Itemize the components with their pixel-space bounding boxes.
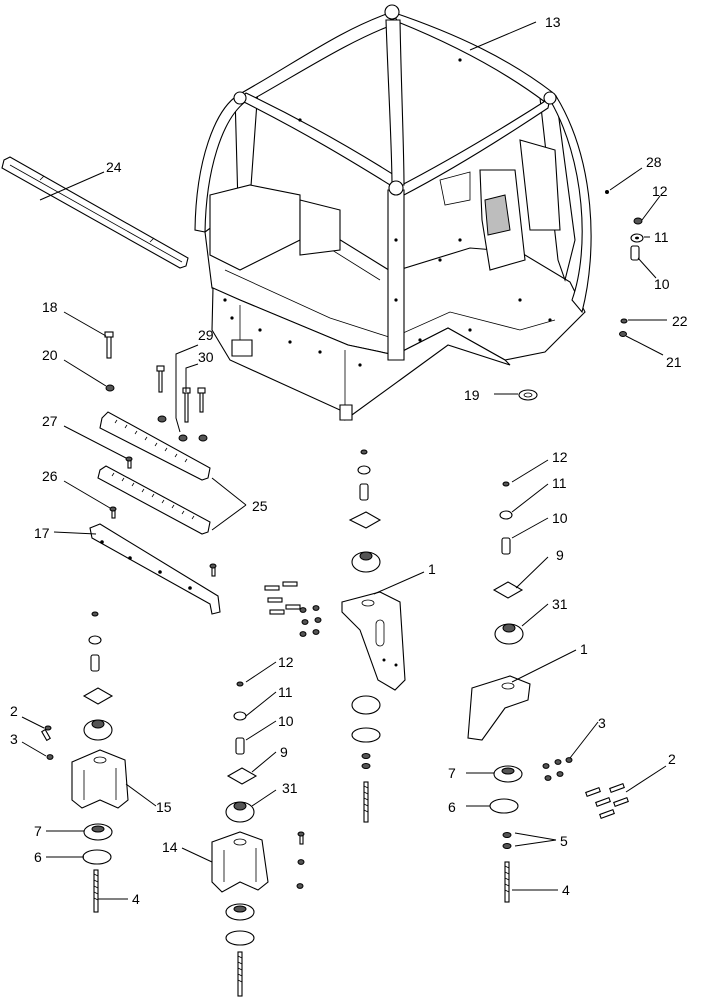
callout-15: 15 bbox=[156, 799, 172, 815]
callout-4: 4 bbox=[562, 882, 570, 898]
callout-10: 10 bbox=[278, 713, 294, 729]
callout-12: 12 bbox=[278, 654, 294, 670]
callout-4: 4 bbox=[132, 891, 140, 907]
callout-14: 14 bbox=[162, 839, 178, 855]
callout-5: 5 bbox=[560, 833, 568, 849]
callout-13: 13 bbox=[545, 14, 561, 30]
callout-31: 31 bbox=[552, 596, 568, 612]
callout-3: 3 bbox=[598, 715, 606, 731]
callout-9: 9 bbox=[280, 744, 288, 760]
callout-20: 20 bbox=[42, 347, 58, 363]
callout-30: 30 bbox=[198, 349, 214, 365]
middle-lower-mount-stack bbox=[211, 681, 305, 997]
callout-26: 26 bbox=[42, 468, 58, 484]
callout-12: 12 bbox=[652, 183, 668, 199]
callout-19: 19 bbox=[464, 387, 480, 403]
callout-2: 2 bbox=[10, 703, 18, 719]
callout-3: 3 bbox=[10, 731, 18, 747]
callout-2: 2 bbox=[668, 751, 676, 767]
callout-27: 27 bbox=[42, 413, 58, 429]
center-mount-stack bbox=[264, 449, 406, 823]
callout-12: 12 bbox=[552, 449, 568, 465]
callout-18: 18 bbox=[42, 299, 58, 315]
left-fastener-group bbox=[89, 331, 221, 615]
callout-1: 1 bbox=[580, 641, 588, 657]
callout-9: 9 bbox=[556, 547, 564, 563]
callout-6: 6 bbox=[448, 799, 456, 815]
callout-31: 31 bbox=[282, 780, 298, 796]
callout-28: 28 bbox=[646, 154, 662, 170]
callout-24: 24 bbox=[106, 159, 122, 175]
callout-17: 17 bbox=[34, 525, 50, 541]
callout-21: 21 bbox=[666, 354, 682, 370]
callout-10: 10 bbox=[552, 510, 568, 526]
left-lower-mount-stack bbox=[41, 611, 129, 913]
callout-6: 6 bbox=[34, 849, 42, 865]
callout-7: 7 bbox=[448, 765, 456, 781]
callout-10: 10 bbox=[654, 276, 670, 292]
callout-22: 22 bbox=[672, 313, 688, 329]
right-mount-stack bbox=[467, 481, 629, 903]
callout-11: 11 bbox=[278, 684, 293, 700]
callout-labels: 13 24 28 12 11 10 22 21 18 29 30 20 19 2… bbox=[10, 14, 688, 907]
callout-11: 11 bbox=[654, 229, 669, 245]
callout-1: 1 bbox=[428, 561, 436, 577]
right-small-hardware bbox=[518, 190, 644, 401]
callout-25: 25 bbox=[252, 498, 268, 514]
cab-frame bbox=[194, 4, 592, 421]
trim-strip bbox=[1, 156, 189, 269]
leader-lines bbox=[21, 21, 667, 900]
callout-7: 7 bbox=[34, 823, 42, 839]
callout-29: 29 bbox=[198, 327, 214, 343]
callout-11: 11 bbox=[552, 475, 567, 491]
